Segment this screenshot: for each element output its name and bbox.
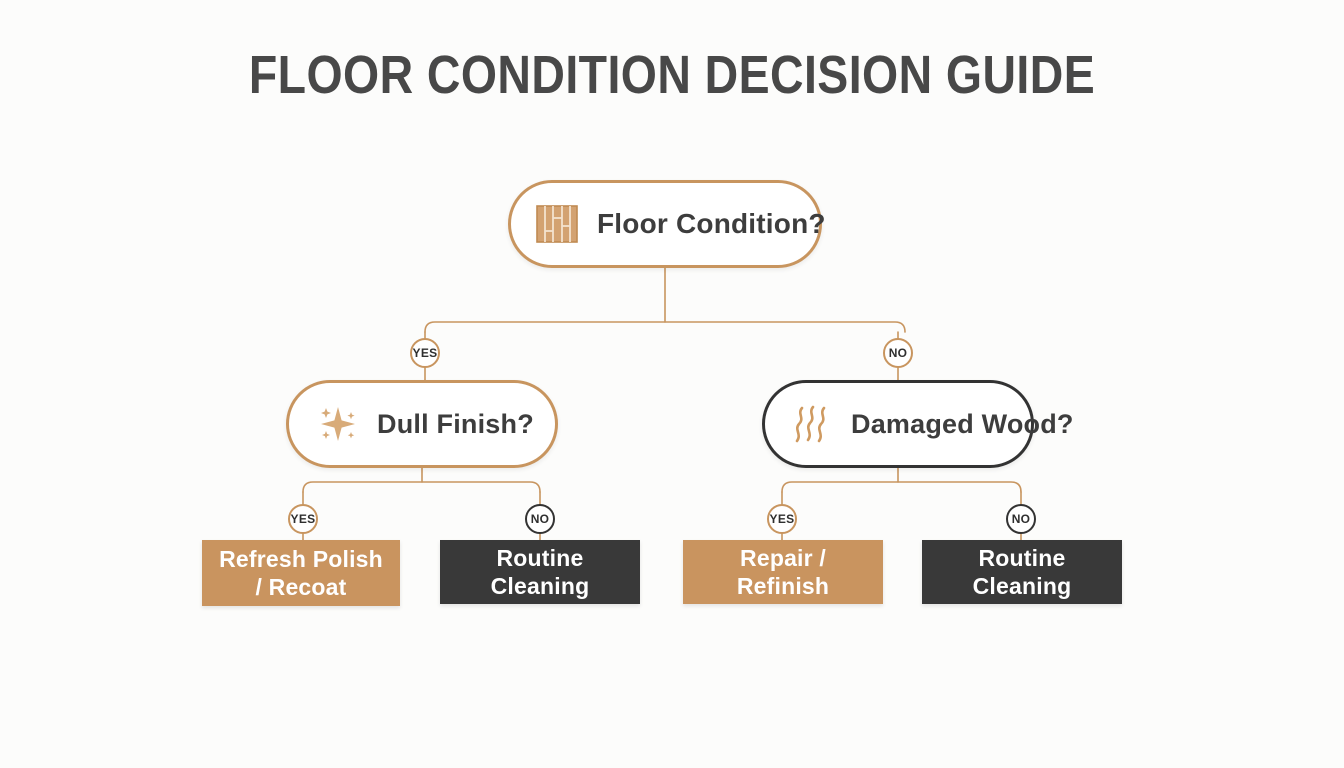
sparkle-icon — [315, 401, 361, 447]
wood-plank-icon — [535, 202, 579, 246]
node-damaged-wood[interactable]: Damaged Wood? — [762, 380, 1073, 468]
page-title: Floor Condition Decision Guide — [248, 45, 1096, 105]
outcome-routine-cleaning-left[interactable]: Routine Cleaning — [440, 540, 640, 604]
node-floor-condition[interactable]: Floor Condition? — [508, 180, 826, 268]
outcome-label: Repair / Refinish — [736, 544, 830, 599]
outcome-label: Routine Cleaning — [490, 544, 590, 599]
edge-badge-dull-no: NO — [525, 504, 555, 534]
edge-badge-root-yes: YES — [410, 338, 440, 368]
edge-badge-label: NO — [530, 512, 550, 526]
edge-badge-damaged-no: NO — [1006, 504, 1036, 534]
outcome-repair-refinish[interactable]: Repair / Refinish — [683, 540, 883, 604]
node-label: Dull Finish? — [377, 408, 534, 439]
edge-badge-label: NO — [888, 346, 908, 360]
node-dull-finish[interactable]: Dull Finish? — [286, 380, 558, 468]
outcome-label: Refresh Polish / Recoat — [219, 545, 383, 600]
outcome-refresh-polish-recoat[interactable]: Refresh Polish / Recoat — [202, 540, 400, 606]
node-label: Damaged Wood? — [851, 408, 1074, 439]
edge-badge-label: YES — [412, 346, 438, 360]
edge-badge-label: YES — [290, 512, 316, 526]
outcome-routine-cleaning-right[interactable]: Routine Cleaning — [922, 540, 1122, 604]
scratch-lines-icon — [791, 401, 835, 447]
edge-badge-root-no: NO — [883, 338, 913, 368]
node-label: Floor Condition? — [597, 208, 826, 239]
edge-badge-damaged-yes: YES — [767, 504, 797, 534]
edge-badge-dull-yes: YES — [288, 504, 318, 534]
edge-badge-label: YES — [769, 512, 795, 526]
outcome-label: Routine Cleaning — [972, 544, 1072, 599]
edge-badge-label: NO — [1011, 512, 1031, 526]
